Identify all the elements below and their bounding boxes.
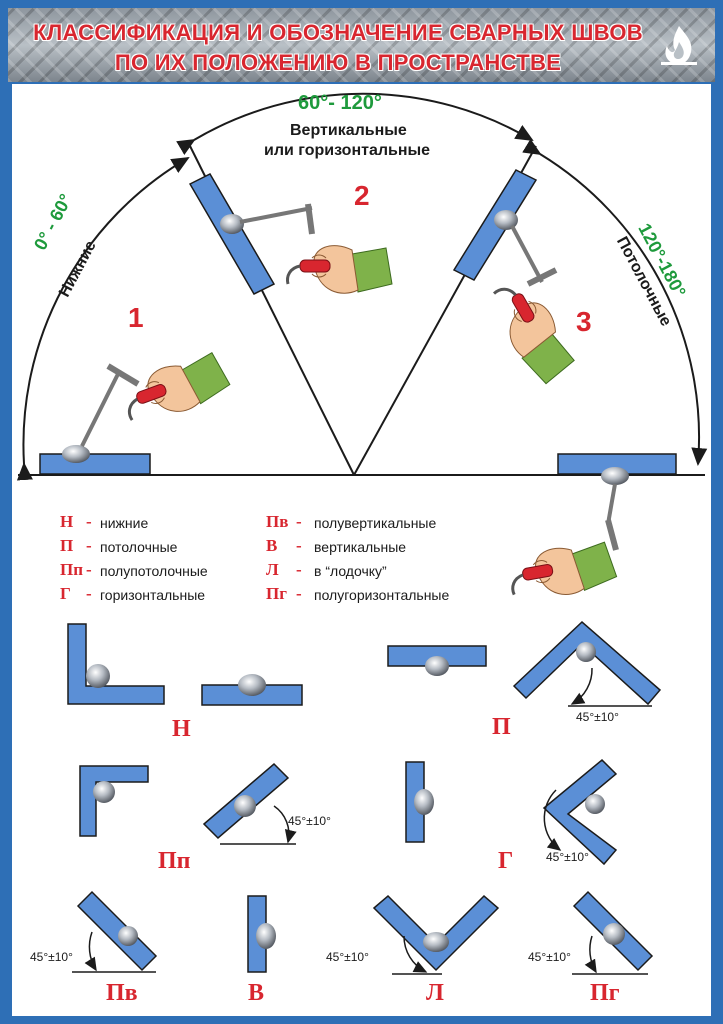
joint-sketches (67, 620, 662, 975)
position-number-2: 2 (354, 180, 370, 211)
legend-dash: - (86, 584, 92, 603)
legend-text-p: потолочные (100, 539, 178, 555)
weld-bead-icon (256, 923, 276, 949)
angle-arc-icon (84, 931, 97, 972)
angle-label-pv: 45°±10° (30, 950, 73, 964)
angle-arc-icon (273, 805, 297, 844)
plate-position-3 (452, 169, 538, 281)
plate-position-1 (39, 453, 151, 475)
legend-text-n: нижние (100, 515, 149, 531)
weld-bead-icon (238, 674, 266, 696)
angle-label-p: 45°±10° (576, 710, 619, 724)
arc-arrow-overhead (522, 138, 708, 466)
title-line-2: ПО ИХ ПОЛОЖЕНИЮ В ПРОСТРАНСТВЕ (114, 50, 562, 75)
legend-dash: - (86, 536, 92, 555)
weld-bead-icon (93, 781, 115, 803)
legend-dash: - (86, 512, 92, 531)
angle-label-g: 45°±10° (546, 850, 589, 864)
legend-text-v: вертикальные (314, 539, 407, 555)
joint-code-g: Г (498, 848, 514, 874)
joint-code-pp: Пп (158, 848, 191, 874)
weld-bead-icon (220, 214, 244, 234)
joint-n-corner (67, 623, 165, 705)
legend-dash: - (296, 560, 302, 579)
angle-arc-icon (570, 667, 593, 705)
joint-code-pg: Пг (590, 980, 620, 1006)
joint-g-angle (542, 758, 618, 866)
legend-text-pg: полугоризонтальные (314, 587, 450, 603)
electrode-holder (106, 363, 140, 387)
weld-bead-icon (585, 794, 605, 814)
weld-bead-icon (414, 789, 434, 815)
welding-hand-icon (286, 244, 394, 295)
position-number-1: 1 (128, 302, 144, 333)
range-label-vertical: 60°- 120° (298, 92, 382, 114)
arc-arrow-vertical (176, 92, 534, 156)
legend-dash: - (296, 536, 302, 555)
electrode-holder (305, 203, 315, 235)
angle-label-l: 45°±10° (326, 950, 369, 964)
joint-code-v: В (248, 980, 265, 1006)
legend-code-g: Г (60, 584, 71, 603)
weld-bead-icon (601, 467, 629, 485)
title-line-1: КЛАССИФИКАЦИЯ И ОБОЗНАЧЕНИЕ СВАРНЫХ ШВОВ (33, 20, 643, 45)
electrode-holder (605, 519, 619, 551)
welding-hand-icon (484, 272, 581, 390)
electrode-holder (526, 267, 558, 287)
flame-logo-icon (661, 26, 697, 65)
angle-arc-icon (543, 789, 562, 851)
legend-text-pp: полупотолочные (100, 563, 208, 579)
joint-pv-incline (76, 890, 158, 972)
weld-bead-icon (86, 664, 110, 688)
weld-bead-icon (603, 923, 625, 945)
joint-l-boat (372, 894, 500, 972)
welding-hand-icon (505, 537, 620, 606)
joint-code-n: Н (172, 716, 191, 742)
legend-dash: - (86, 560, 92, 579)
weld-bead-icon (576, 642, 596, 662)
position-number-3: 3 (576, 306, 592, 337)
position-diagram (16, 92, 708, 606)
legend-dash: - (296, 584, 302, 603)
name-label-vertical-2: или горизонтальные (264, 142, 431, 159)
legend-code-v: В (266, 536, 278, 555)
legend-text-pv: полувертикальные (314, 515, 437, 531)
legend-dash: - (296, 512, 302, 531)
legend-code-pp: Пп (60, 560, 84, 579)
legend-code-pg: Пг (266, 584, 287, 603)
angle-arc-icon (403, 935, 428, 973)
arc-arrow-low (16, 156, 190, 481)
weld-bead-icon (62, 445, 90, 463)
weld-bead-icon (425, 656, 449, 676)
weld-bead-icon (234, 795, 256, 817)
welding-hand-icon (117, 346, 235, 431)
joint-pp-corner (79, 765, 149, 837)
joint-code-l: Л (426, 980, 444, 1006)
header-banner: КЛАССИФИКАЦИЯ И ОБОЗНАЧЕНИЕ СВАРНЫХ ШВОВ… (8, 8, 715, 82)
legend-code-l: Л (266, 560, 279, 579)
diagram-canvas (16, 92, 708, 975)
angle-arc-icon (584, 935, 597, 974)
angle-label-pp: 45°±10° (288, 814, 331, 828)
joint-code-pv: Пв (106, 980, 138, 1006)
name-label-vertical-1: Вертикальные (290, 122, 407, 139)
content-panel: 60°- 120° Вертикальные или горизонтальны… (12, 84, 711, 1016)
electrode (606, 483, 617, 525)
legend-code-n: Н (60, 512, 74, 531)
legend-code-pv: Пв (266, 512, 289, 531)
legend-text-l: в “лодочку” (314, 563, 387, 579)
weld-bead-icon (118, 926, 138, 946)
joint-p-angle (512, 620, 662, 706)
legend-code-p: П (60, 536, 74, 555)
weld-bead-icon (423, 932, 449, 952)
angle-label-pg: 45°±10° (528, 950, 571, 964)
electrode (80, 369, 122, 447)
electrode (510, 225, 544, 283)
weld-bead-icon (494, 210, 518, 230)
electrode (239, 206, 313, 224)
joint-code-p: П (492, 714, 511, 740)
legend-text-g: горизонтальные (100, 587, 206, 603)
